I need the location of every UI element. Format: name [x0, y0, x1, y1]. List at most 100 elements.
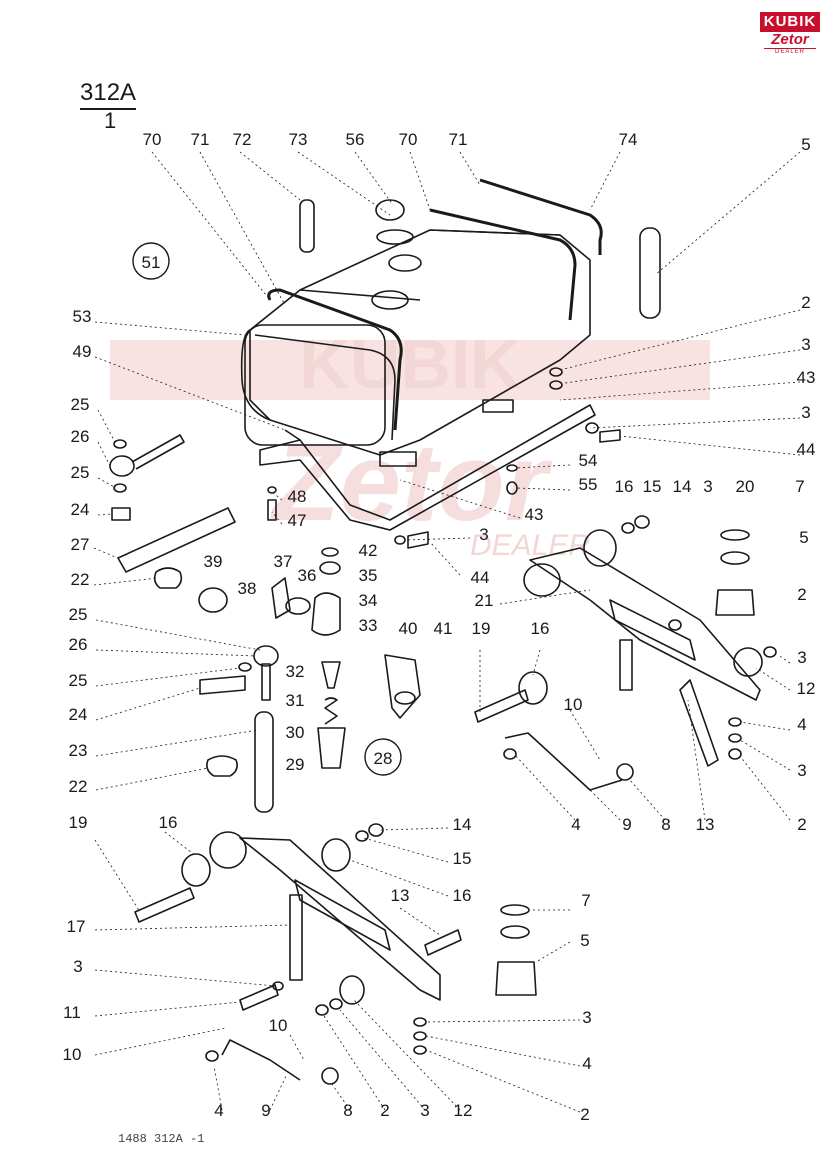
- part-number-label: 26: [69, 635, 88, 654]
- part-number-label: 3: [797, 648, 806, 667]
- part-number-label: 56: [346, 130, 365, 149]
- footer-code: 1488 312A -1: [118, 1132, 205, 1146]
- group-circle-label: 51: [142, 253, 161, 272]
- part-number-label: 70: [143, 130, 162, 149]
- part-number-label: 27: [71, 535, 90, 554]
- watermark-sub-brand: Zetor: [270, 421, 553, 544]
- part-number-label: 41: [434, 619, 453, 638]
- clamp-22-lower-drawing: [206, 755, 238, 777]
- part-number-label: 19: [472, 619, 491, 638]
- group-circle-51: [132, 242, 170, 280]
- part-number-label: 73: [289, 130, 308, 149]
- part-number-label: 2: [380, 1101, 389, 1120]
- part-number-label: 22: [69, 777, 88, 796]
- part-number-label: 24: [69, 705, 88, 724]
- part-number-label: 2: [801, 293, 810, 312]
- part-number-label: 14: [453, 815, 472, 834]
- part-number-label: 25: [69, 605, 88, 624]
- part-number-label: 23: [69, 741, 88, 760]
- part-number-label: 12: [454, 1101, 473, 1120]
- part-number-label: 47: [288, 511, 307, 530]
- part-number-label: 37: [274, 552, 293, 571]
- part-number-label: 25: [71, 463, 90, 482]
- part-number-label: 10: [269, 1016, 288, 1035]
- part-number-label: 70: [399, 130, 418, 149]
- part-number-label: 72: [233, 130, 252, 149]
- part-number-label: 17: [67, 917, 86, 936]
- fuel-line-lower-drawing: [221, 1039, 301, 1081]
- part-number-label: 5: [580, 931, 589, 950]
- part-number-label: 43: [797, 368, 816, 387]
- watermark-tag: DEALER: [470, 529, 590, 560]
- part-number-label: 35: [359, 566, 378, 585]
- part-number-label: 12: [797, 679, 816, 698]
- clamp-22-upper-drawing: [153, 567, 183, 589]
- part-number-label: 4: [214, 1101, 223, 1120]
- part-number-label: 53: [73, 307, 92, 326]
- part-number-label: 3: [801, 403, 810, 422]
- part-number-label: 3: [797, 761, 806, 780]
- sheet-number: 312A: [80, 80, 137, 110]
- part-number-label: 11: [63, 1003, 81, 1022]
- part-number-label: 39: [204, 552, 223, 571]
- logo-brand: KUBIK: [760, 12, 820, 32]
- part-number-label: 32: [286, 662, 305, 681]
- part-number-label: 29: [286, 755, 305, 774]
- part-number-label: 33: [359, 616, 378, 635]
- part-number-label: 25: [71, 395, 90, 414]
- part-number-label: 36: [298, 566, 317, 585]
- part-number-label: 2: [797, 815, 806, 834]
- part-number-label: 3: [582, 1008, 591, 1027]
- part-number-label: 15: [643, 477, 662, 496]
- part-number-label: 3: [801, 335, 810, 354]
- part-number-label: 14: [673, 477, 692, 496]
- part-number-label: 5: [799, 528, 808, 547]
- part-number-label: 34: [359, 591, 378, 610]
- part-number-label: 44: [471, 568, 490, 587]
- part-number-label: 3: [420, 1101, 429, 1120]
- logo-sub-brand: Zetor: [771, 31, 809, 48]
- part-number-label: 19: [69, 813, 88, 832]
- fuel-tank-drawing: [240, 178, 603, 467]
- part-number-label: 9: [261, 1101, 270, 1120]
- part-number-label: 9: [622, 815, 631, 834]
- logo-tag: DEALER: [764, 48, 816, 55]
- part-number-label: 3: [73, 957, 82, 976]
- part-number-label: 71: [449, 130, 468, 149]
- part-number-label: 71: [191, 130, 210, 149]
- part-number-label: 8: [661, 815, 670, 834]
- part-number-label: 38: [238, 579, 257, 598]
- watermark-band: [110, 340, 710, 400]
- filter-assembly-drawing: [198, 547, 421, 769]
- rubber-mount-upper-drawing: [715, 529, 763, 677]
- pipe-27-drawing: [117, 507, 236, 573]
- part-number-label: 4: [797, 715, 806, 734]
- pipe-23-drawing: [254, 711, 274, 813]
- part-number-label: 7: [581, 891, 590, 910]
- part-number-label: 21: [475, 591, 494, 610]
- right-bracket-upper-drawing: [474, 529, 761, 767]
- part-number-label: 22: [71, 570, 90, 589]
- part-number-label: 16: [615, 477, 634, 496]
- watermark-brand: KUBIK: [299, 340, 521, 403]
- part-number-label: 30: [286, 723, 305, 742]
- nut-8-lower-drawing: [321, 1067, 339, 1085]
- part-number-label: 13: [391, 886, 410, 905]
- part-number-label: 16: [453, 886, 472, 905]
- rubber-mount-lower-drawing: [413, 904, 537, 1055]
- part-number-label: 25: [69, 671, 88, 690]
- part-number-label: 5: [801, 135, 810, 154]
- watermark: KUBIK Zetor DEALER: [110, 340, 710, 560]
- part-number-label: 3: [703, 477, 712, 496]
- part-number-label: 31: [286, 691, 305, 710]
- part-number-label: 20: [736, 477, 755, 496]
- sheet-sub-number: 1: [104, 108, 117, 133]
- group-circles: 51 28: [132, 242, 402, 776]
- tank-bracket-drawing: [259, 404, 596, 531]
- pipe-5-drawing: [639, 227, 661, 319]
- part-number-label: 7: [795, 477, 804, 496]
- part-number-label: 2: [580, 1105, 589, 1124]
